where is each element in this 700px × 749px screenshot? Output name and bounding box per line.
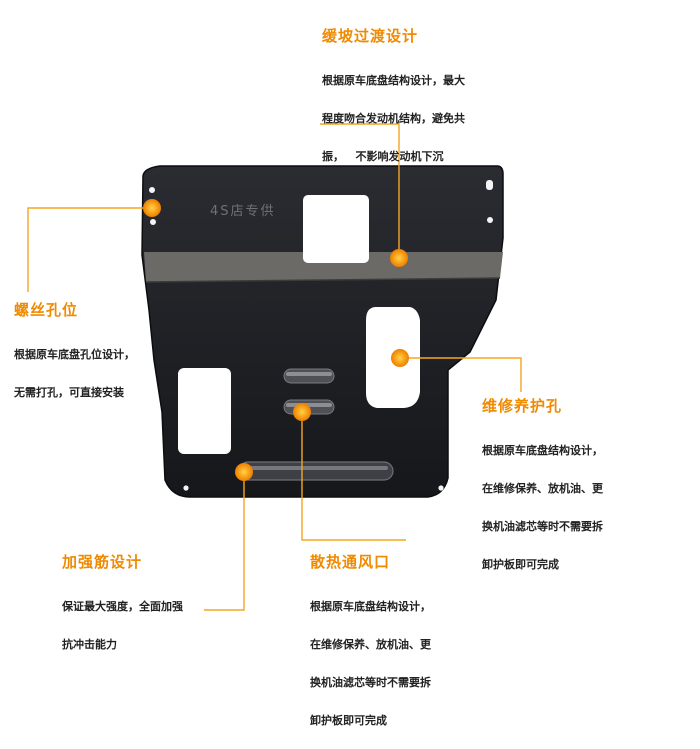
callout-title: 散热通风口: [310, 553, 391, 571]
callout-reinforcement-rib: 加强筋设计 保证最大强度，全面加强 抗冲击能力: [62, 552, 207, 673]
desc-line: 保证最大强度，全面加强: [62, 600, 183, 613]
callout-title: 维修养护孔: [482, 397, 563, 415]
transition-band: [144, 252, 503, 282]
desc-line: 根据原车底盘结构设计，: [482, 444, 603, 457]
desc-line: 无需打孔，可直接安装: [14, 386, 124, 399]
skid-plate-illustration: 4S店专供: [27, 123, 522, 611]
desc-line: 在维修保养、放机油、更: [482, 482, 603, 495]
callout-screw-holes: 螺丝孔位 根据原车底盘孔位设计， 无需打孔，可直接安装: [14, 300, 164, 421]
desc-line: 卸护板即可完成: [310, 714, 387, 727]
desc-line: 换机油滤芯等时不需要拆: [482, 520, 603, 533]
callout-slope-transition: 缓坡过渡设计 根据原车底盘结构设计，最大 程度吻合发动机结构，避免共 振， 不影…: [322, 26, 497, 185]
callout-leaders: [27, 123, 522, 611]
callout-maintenance-hole: 维修养护孔 根据原车底盘结构设计， 在维修保养、放机油、更 换机油滤芯等时不需要…: [482, 396, 632, 593]
desc-line: 换机油滤芯等时不需要拆: [310, 676, 431, 689]
callout-title: 螺丝孔位: [14, 301, 79, 319]
desc-line: 振， 不影响发动机下沉: [322, 150, 444, 163]
callout-ventilation: 散热通风口 根据原车底盘结构设计， 在维修保养、放机油、更 换机油滤芯等时不需要…: [310, 552, 455, 749]
desc-line: 根据原车底盘结构设计，: [310, 600, 431, 613]
callout-markers: [143, 199, 409, 481]
service-hole-left: [178, 368, 231, 454]
desc-line: 在维修保养、放机油、更: [310, 638, 431, 651]
callout-description: 根据原车底盘孔位设计， 无需打孔，可直接安装: [14, 326, 164, 421]
desc-line: 根据原车底盘孔位设计，: [14, 348, 135, 361]
callout-title: 缓坡过渡设计: [322, 27, 419, 45]
desc-line: 卸护板即可完成: [482, 558, 559, 571]
callout-title: 加强筋设计: [62, 553, 143, 571]
callout-description: 根据原车底盘结构设计，最大 程度吻合发动机结构，避免共 振， 不影响发动机下沉: [322, 52, 497, 185]
callout-description: 根据原车底盘结构设计， 在维修保养、放机油、更 换机油滤芯等时不需要拆 卸护板即…: [310, 578, 455, 749]
skid-plate: [141, 165, 504, 498]
callout-description: 根据原车底盘结构设计， 在维修保养、放机油、更 换机油滤芯等时不需要拆 卸护板即…: [482, 422, 632, 593]
reinforcement-rib: [238, 461, 394, 481]
desc-line: 根据原车底盘结构设计，最大: [322, 74, 465, 87]
callout-description: 保证最大强度，全面加强 抗冲击能力: [62, 578, 207, 673]
desc-line: 抗冲击能力: [62, 638, 117, 651]
desc-line: 程度吻合发动机结构，避免共: [322, 112, 465, 125]
service-hole-top: [303, 195, 369, 263]
mounting-holes: [149, 180, 493, 491]
plate-logo-text: 4S店专供: [210, 204, 276, 219]
product-diagram: 4S店专供 缓坡过渡设计 根据原车底盘结构设计，最大 程度吻合发动机结构，避免共…: [14, 26, 632, 727]
